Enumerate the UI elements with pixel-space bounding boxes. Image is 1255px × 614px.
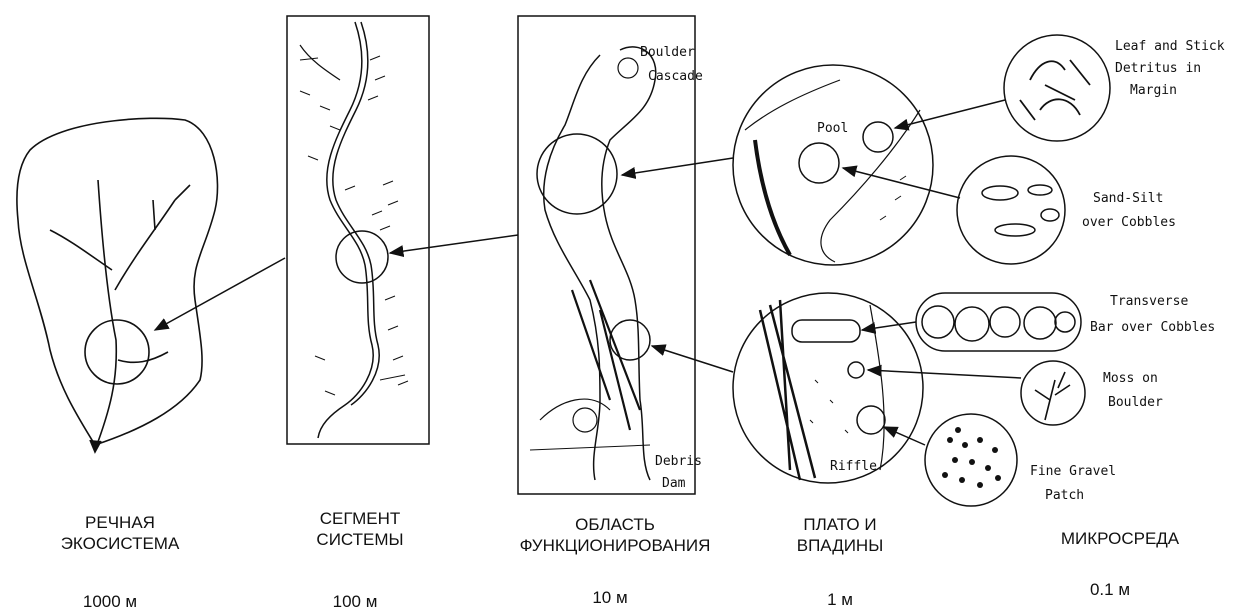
riffle-habitat-drawing — [733, 293, 923, 483]
arrow-moss-to-riffle — [868, 370, 1021, 378]
level-label-line1: РЕЧНАЯ — [40, 512, 200, 533]
level-label-stream: РЕЧНАЯ ЭКОСИСТЕМА — [40, 512, 200, 554]
scale-habitat: 1 м — [795, 590, 885, 610]
arrow-segment-to-stream — [155, 258, 285, 330]
reach-drawing — [518, 16, 695, 494]
level-label-line2: ЭКОСИСТЕМА — [40, 533, 200, 554]
arrow-pool-to-reach — [622, 158, 733, 175]
leaf-detritus-label-3: Margin — [1130, 83, 1177, 98]
level-label-line1: ПЛАТО И — [770, 514, 910, 535]
arrow-gravel-to-riffle — [884, 427, 925, 445]
pool-habitat-circle — [733, 65, 933, 265]
level-label-habitat: ПЛАТО И ВПАДИНЫ — [770, 514, 910, 556]
fine-gravel-label: Fine Gravel — [1030, 464, 1116, 479]
pool-habitat-drawing — [733, 65, 933, 265]
microhabitat-drawings — [916, 35, 1110, 506]
leaf-detritus-circle — [1004, 35, 1110, 141]
segment-drawing — [287, 16, 429, 444]
sand-silt-label: Sand-Silt — [1093, 191, 1163, 206]
pool-label: Pool — [817, 121, 848, 136]
fine-gravel-label-2: Patch — [1045, 488, 1084, 503]
level-label-reach: ОБЛАСТЬ ФУНКЦИОНИРОВАНИЯ — [500, 514, 730, 556]
annotations: Boulder Cascade Pool Riffle Debris Dam L… — [640, 39, 1225, 503]
watershed-outline — [17, 118, 218, 445]
reach-frame — [518, 16, 695, 494]
arrow-riffle-to-reach — [652, 346, 733, 372]
riffle-reach-circle — [610, 320, 650, 360]
arrow-sand-to-pool — [843, 168, 960, 198]
main-stream — [95, 180, 116, 450]
scale-stream: 1000 м — [50, 592, 170, 612]
scale-reach: 10 м — [560, 588, 660, 608]
boulder-cascade-label: Boulder — [640, 45, 695, 60]
arrow-reach-to-segment — [390, 235, 518, 253]
scale-microhabitat: 0.1 м — [1060, 580, 1160, 600]
level-label-line2: ВПАДИНЫ — [770, 535, 910, 556]
transverse-bar-label: Transverse — [1110, 294, 1188, 309]
reach-circle — [336, 231, 388, 283]
level-label-segment: СЕГМЕНТ СИСТЕМЫ — [280, 508, 440, 550]
level-label-microhabitat: МИКРОСРЕДА — [1030, 528, 1210, 549]
sand-silt-label-2: over Cobbles — [1082, 215, 1176, 230]
transverse-bar-label-2: Bar over Cobbles — [1090, 320, 1215, 335]
level-label-line1: МИКРОСРЕДА — [1030, 528, 1210, 549]
level-label-line1: СЕГМЕНТ — [280, 508, 440, 529]
riffle-label: Riffle — [830, 459, 877, 474]
debris-dam-label-2: Dam — [662, 476, 686, 491]
watershed-drawing — [17, 118, 218, 452]
moss-boulder-label-2: Boulder — [1108, 395, 1163, 410]
moss-boulder-label: Moss on — [1103, 371, 1158, 386]
leaf-detritus-label-2: Detritus in — [1115, 61, 1201, 76]
segment-frame — [287, 16, 429, 444]
moss-boulder-circle — [1021, 361, 1085, 425]
arrow-transverse-to-riffle — [862, 322, 916, 330]
scale-segment: 100 м — [300, 592, 410, 612]
level-label-line2: СИСТЕМЫ — [280, 529, 440, 550]
debris-dam-label: Debris — [655, 454, 702, 469]
pool-reach-circle — [537, 134, 617, 214]
sand-silt-circle — [957, 156, 1065, 264]
level-label-line2: ФУНКЦИОНИРОВАНИЯ — [500, 535, 730, 556]
level-label-line1: ОБЛАСТЬ — [500, 514, 730, 535]
leaf-detritus-label: Leaf and Stick — [1115, 39, 1225, 54]
boulder-cascade-label-2: Cascade — [648, 69, 703, 84]
